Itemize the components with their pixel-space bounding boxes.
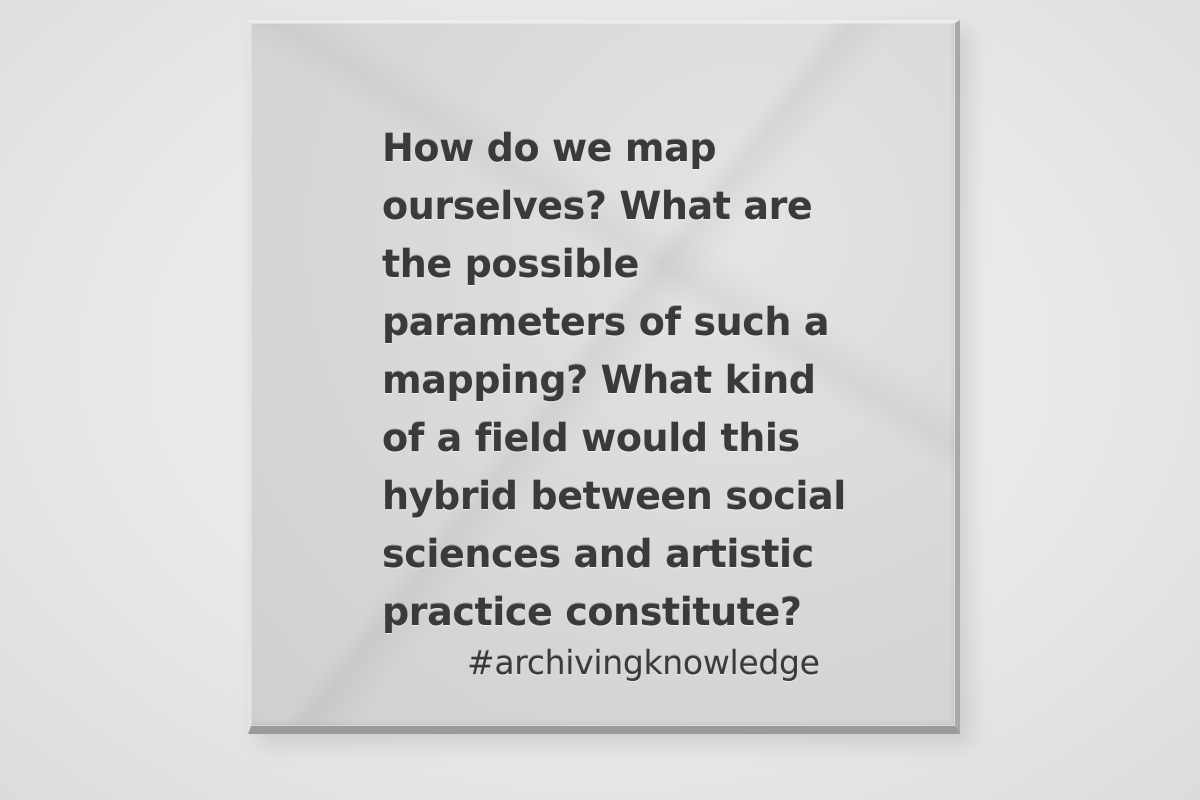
quote-line: parameters of such a [382,300,830,344]
hashtag-text: #archivingknowledge [467,643,820,682]
quote-line: hybrid between social [382,474,846,518]
quote-line: the possible [382,242,639,286]
quote-line: sciences and artistic [382,532,814,576]
quote-line: How do we map [382,126,717,170]
marble-plaque: How do we map ourselves? What are the po… [248,20,960,734]
engraved-quote: How do we map ourselves? What are the po… [382,119,922,641]
quote-line: of a field would this [382,416,800,460]
quote-line: ourselves? What are [382,184,813,228]
quote-line: practice constitute? [382,590,802,634]
quote-line: mapping? What kind [382,358,816,402]
